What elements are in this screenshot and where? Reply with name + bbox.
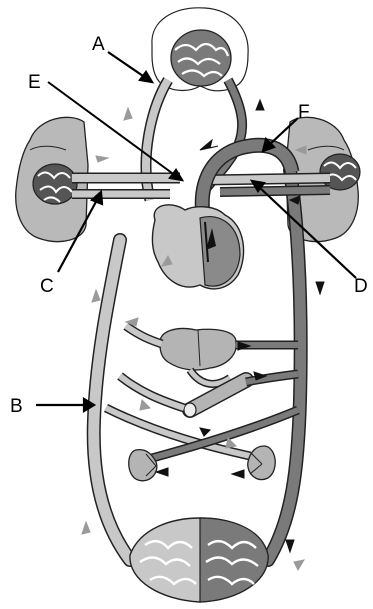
label-c: C: [40, 276, 54, 297]
label-a: A: [92, 34, 105, 55]
brain-capillary-bed: [171, 30, 231, 86]
liver: [160, 329, 236, 370]
lower-body-capillary-bed: [130, 518, 268, 602]
label-b: B: [10, 396, 23, 417]
label-f: F: [298, 102, 310, 123]
label-e: E: [28, 72, 41, 93]
right-kidney: [248, 446, 276, 480]
heart: [152, 205, 243, 289]
label-d: D: [354, 276, 368, 297]
